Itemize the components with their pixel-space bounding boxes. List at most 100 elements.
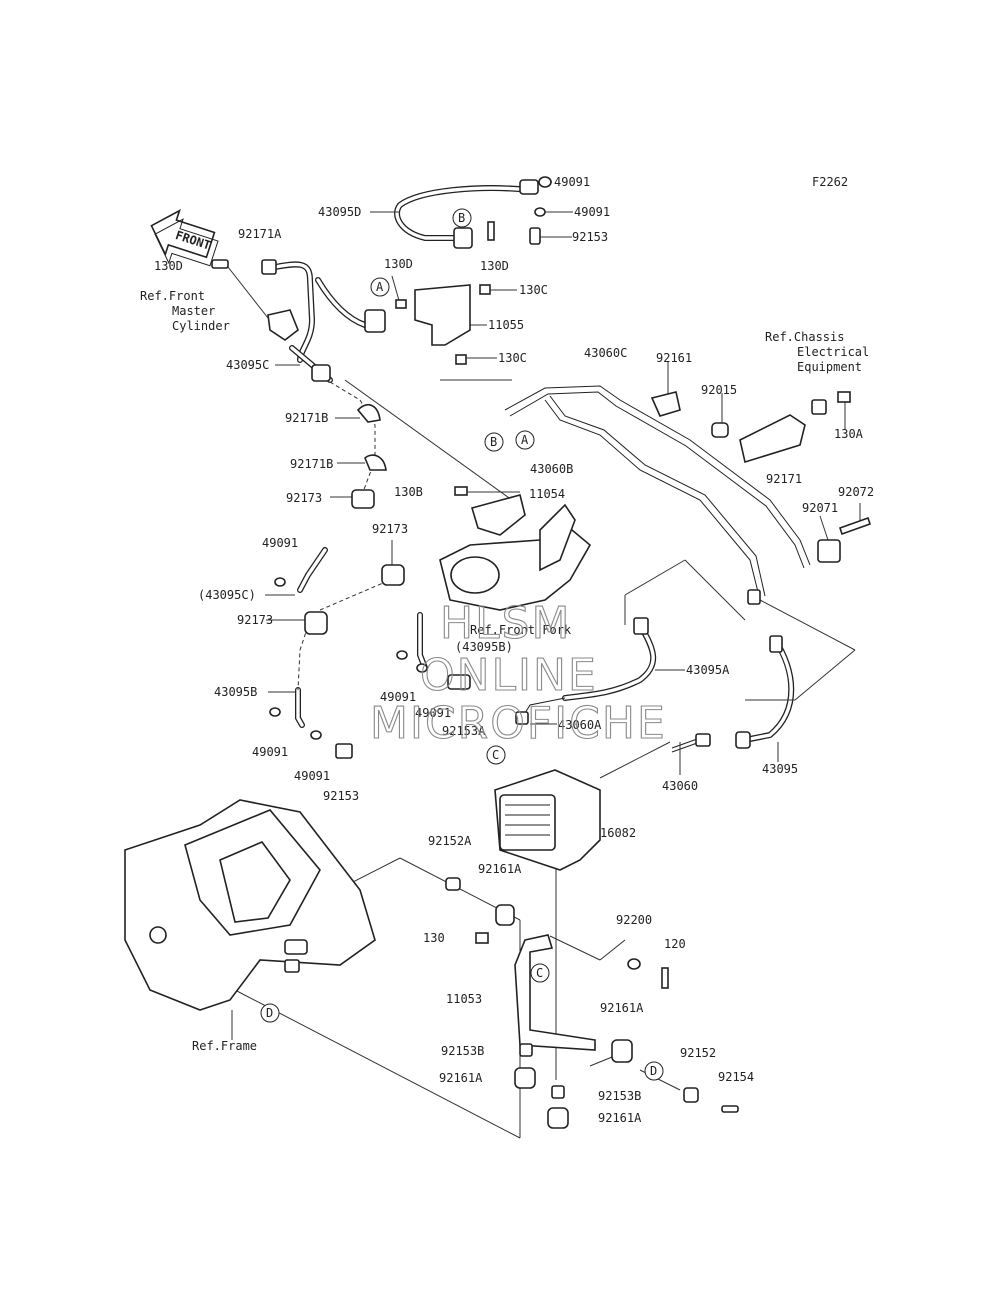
callout-markers: A B B A C C D D [260,208,664,1081]
ref-front-master-2: Master [172,304,215,318]
label-49091-top: 49091 [554,175,590,189]
ref-chassis-2: Electrical [797,345,869,359]
label-130A: 130A [834,427,864,441]
svg-text:A: A [376,280,384,294]
label-43095D: 43095D [318,205,361,219]
bolt-130D-right [487,221,495,241]
watermark-line-1: HLSM [440,598,572,649]
label-130C-a: 130C [519,283,548,297]
svg-text:B: B [490,435,497,449]
master-cylinder-fitting [267,309,299,341]
fitting-43095-end [735,731,751,749]
callout-D-lower: D [644,1061,664,1081]
bolt-130D-left [211,259,229,269]
label-43095B-paren: (43095B) [455,640,513,654]
clamp-92171A [261,259,277,275]
ref-frame: Ref.Frame [192,1039,257,1053]
callout-D-frame: D [260,1003,280,1023]
label-92171B-b: 92171B [290,457,333,471]
washer-49091-top [538,176,552,188]
frame-inner [219,841,291,923]
label-92153B-a: 92153B [441,1044,484,1058]
label-92161A-c: 92161A [439,1071,483,1085]
frame-boss [149,926,167,944]
callout-A-mid: A [515,430,535,450]
label-92200: 92200 [616,913,652,927]
callout-C-abs: C [486,745,506,765]
frame-mount [284,939,308,955]
label-92152A: 92152A [428,834,472,848]
grommet-92173-c [304,611,328,635]
label-92161A-b: 92161A [600,1001,644,1015]
grommet-92161A-b [611,1039,633,1063]
label-49091-c: 49091 [262,536,298,550]
frame-nut [284,959,300,973]
washer-49091-e [416,663,428,673]
washer-49091-c [274,577,286,587]
grommet-92161A-d [547,1107,569,1129]
label-130D-mid: 130D [384,257,413,271]
ref-chassis-1: Ref.Chassis [765,330,844,344]
label-43095C-paren: (43095C) [198,588,256,602]
ref-front-master-3: Cylinder [172,319,230,333]
block-92071 [817,539,841,563]
label-43095B: 43095B [214,685,257,699]
hose-end-43095C [311,364,331,382]
brake-hoses [267,185,811,753]
label-92154: 92154 [718,1070,754,1084]
svg-text:D: D [266,1006,273,1020]
watermark-line-2: ONLINE [420,650,598,701]
label-92153-top: 92153 [572,230,608,244]
banjo-fitting-top [519,179,539,195]
bolt-92153A [447,674,471,690]
bolt-130D-mid [395,299,407,309]
label-92171A: 92171A [238,227,282,241]
label-11053: 11053 [446,992,482,1006]
fitting-43060C-end [747,589,761,605]
clamp-92171B-a [356,404,381,423]
collar-92153B-b [551,1085,565,1099]
watermark: HLSM ONLINE MICROFICHE [369,597,665,749]
label-11054: 11054 [529,487,565,501]
label-130B: 130B [394,485,423,499]
abs-unit-body [499,794,556,851]
svg-text:C: C [536,966,543,980]
bolt-92153-top [529,227,541,245]
pin-92072 [838,516,872,536]
bolt-92153-b [335,743,353,759]
clamp-92171B-b [364,454,387,471]
fitting-43060A [515,711,529,725]
ref-front-fork: Ref.Front Fork [470,623,572,637]
label-92161: 92161 [656,351,692,365]
washer-49091-f [269,707,281,717]
callout-B-mid: B [484,432,504,452]
washer-92200 [627,958,641,970]
bolt-130C-b [455,354,467,365]
label-43060B: 43060B [530,462,573,476]
bracket-11055 [414,284,471,346]
joint-block [453,227,473,249]
fitting-43095-top [769,635,783,653]
grommet-92173-b [381,564,405,586]
washer-49091-d [396,650,408,660]
grommet-92161A-c [514,1067,536,1089]
label-49091-e: 49091 [415,706,451,720]
part-labels: F2262 49091 43095D 49091 92153 92171A 13… [140,175,874,1125]
bracket-11053 [514,934,596,1051]
bolt-92152A [445,877,461,891]
washer-49091-g [310,730,322,740]
svg-text:B: B [458,211,465,225]
label-92153-b: 92153 [323,789,359,803]
routing-lines [297,381,391,691]
washer-49091-b [534,207,546,217]
ref-front-master-1: Ref.Front [140,289,205,303]
label-92072: 92072 [838,485,874,499]
grommet-92173-a [351,489,375,509]
label-130: 130 [423,931,445,945]
figure-code: F2262 [812,175,848,189]
label-49091-g: 49091 [294,769,330,783]
label-120: 120 [664,937,686,951]
label-43095C: 43095C [226,358,269,372]
bolt-130C-a [479,284,491,295]
